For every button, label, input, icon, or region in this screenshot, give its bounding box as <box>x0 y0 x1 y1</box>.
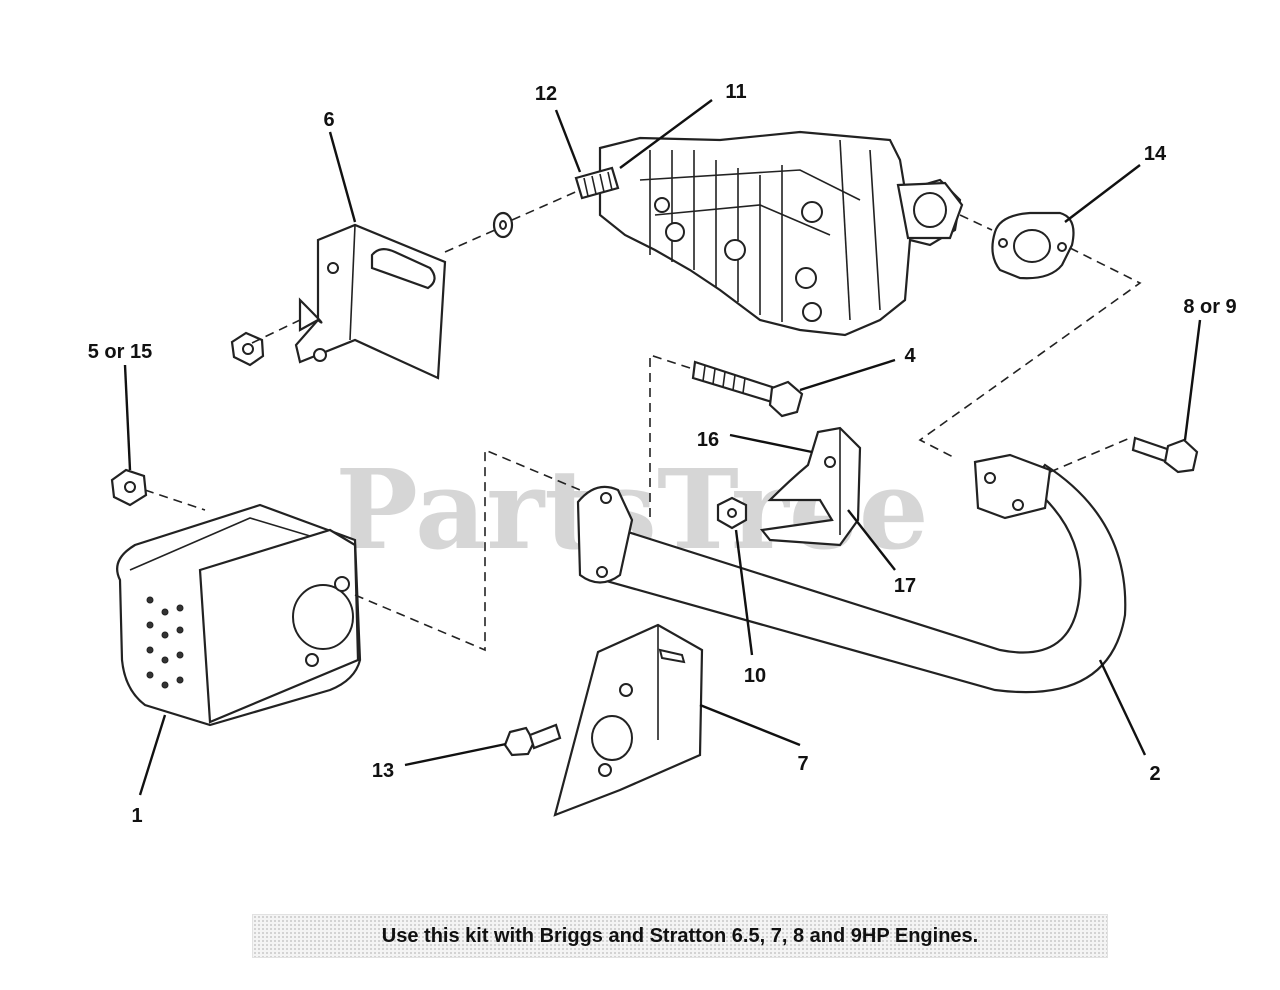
pipe-clamp <box>759 426 862 547</box>
exhaust-pipe <box>576 453 1127 694</box>
compatibility-note-text: Use this kit with Briggs and Stratton 6.… <box>381 924 979 947</box>
bracket-bolt <box>503 723 562 757</box>
washer <box>492 211 514 239</box>
assembly-lines <box>144 189 1142 652</box>
muffler <box>116 503 362 727</box>
callout-13: 13 <box>372 760 394 782</box>
callout-7: 7 <box>797 753 808 775</box>
callout-1: 1 <box>131 805 142 827</box>
lower-bracket <box>553 623 704 817</box>
clamp-nut <box>716 496 748 530</box>
engine-block <box>598 130 964 337</box>
callout-8-or-9: 8 or 9 <box>1183 296 1236 318</box>
callout-2: 2 <box>1149 763 1160 785</box>
callout-6: 6 <box>323 109 334 131</box>
long-bolt <box>691 360 804 418</box>
leader-lines <box>123 99 1202 796</box>
callout-10: 10 <box>744 665 766 687</box>
exhaust-gasket <box>991 211 1075 280</box>
callout-4: 4 <box>904 345 916 367</box>
exhaust-stud <box>574 166 620 200</box>
callout-12: 12 <box>535 83 557 105</box>
callout-5-or-15: 5 or 15 <box>88 341 152 363</box>
callout-14: 14 <box>1144 143 1167 165</box>
callout-11: 11 <box>725 81 746 103</box>
callout-16: 16 <box>697 429 719 451</box>
flange-bolt-right <box>1131 436 1199 474</box>
callout-labels: 6 12 11 14 8 or 9 5 or 15 4 16 17 10 2 7… <box>88 81 1237 827</box>
muffler-nut <box>110 468 148 507</box>
callout-17: 17 <box>894 575 916 597</box>
compatibility-note: Use this kit with Briggs and Stratton 6.… <box>252 914 1108 958</box>
upper-bracket <box>294 223 447 380</box>
bracket-nut <box>230 331 265 367</box>
